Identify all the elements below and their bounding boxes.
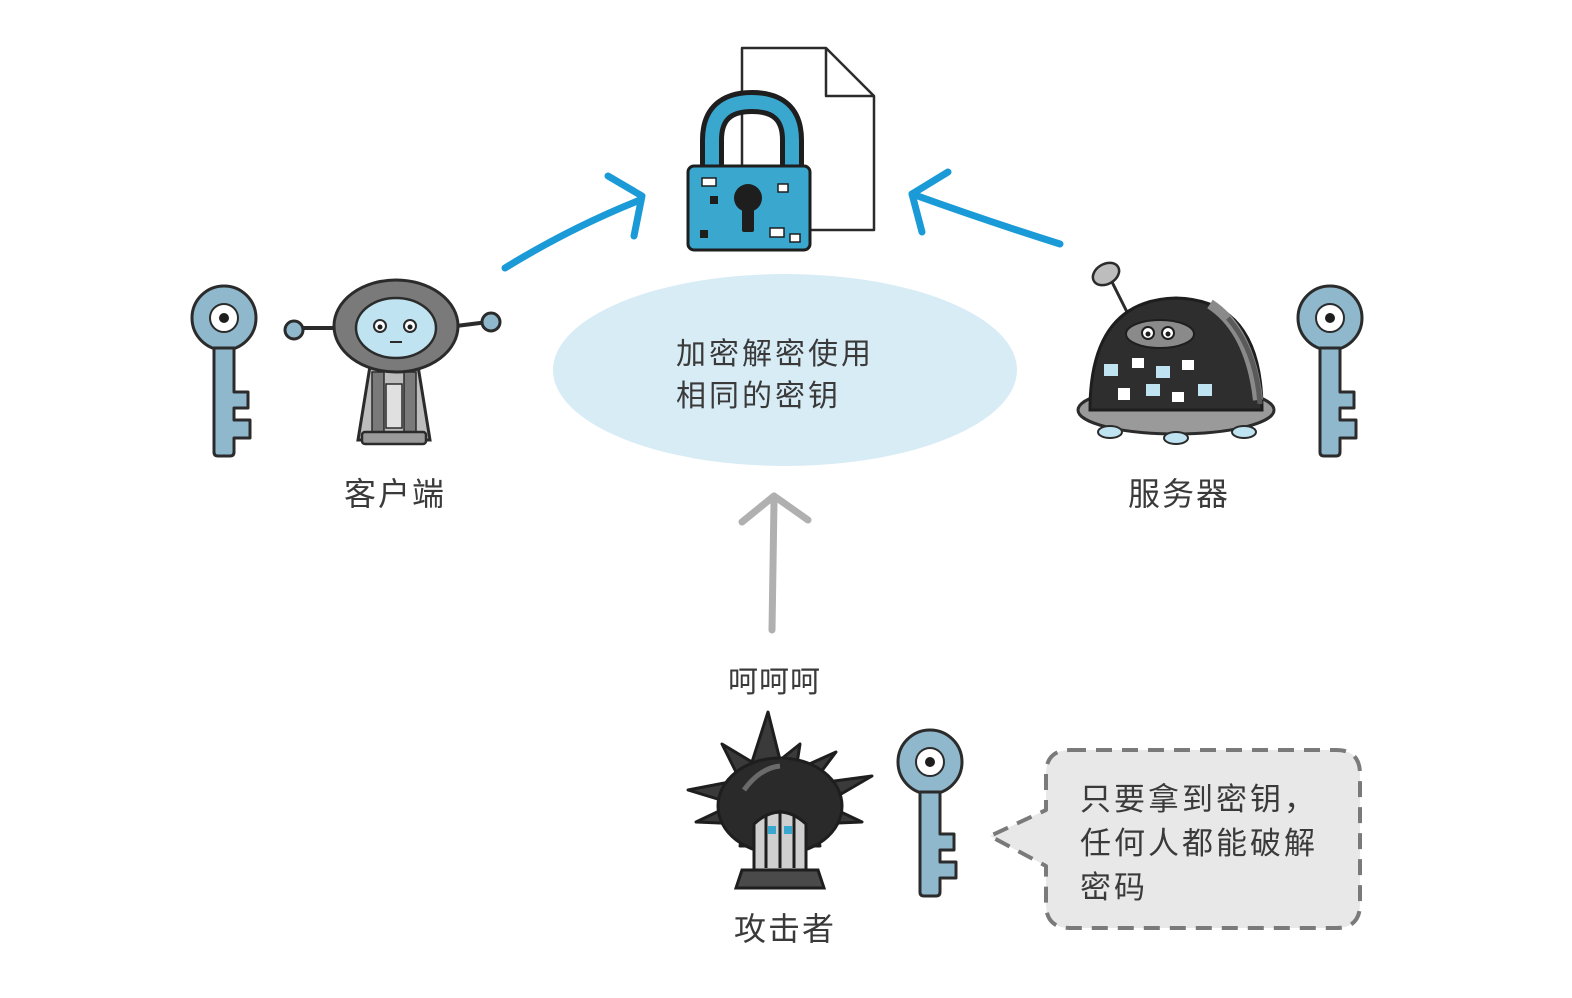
server-to-lock-arrow	[908, 168, 1064, 248]
speech-bubble: 只要拿到密钥， 任何人都能破解 密码	[988, 748, 1362, 930]
server-key-icon	[1296, 284, 1364, 458]
ellipse-line-1: 加密解密使用	[676, 337, 874, 372]
client-robot-icon	[283, 278, 502, 446]
server-label: 服务器	[1128, 475, 1230, 513]
attacker-icon	[686, 710, 874, 890]
client-label: 客户端	[344, 475, 446, 513]
bubble-line-3: 密码	[1080, 870, 1148, 906]
client-to-lock-arrow	[501, 172, 646, 272]
attacker-key-icon	[896, 728, 964, 898]
ellipse-line-2: 相同的密钥	[676, 379, 841, 414]
attacker-label: 攻击者	[734, 910, 836, 948]
attacker-to-key-arrow	[738, 492, 812, 634]
attacker-laugh-text: 呵呵呵	[728, 665, 821, 700]
server-robot-icon	[1076, 261, 1276, 445]
bubble-line-1: 只要拿到密钥，	[1080, 782, 1318, 818]
shared-key-ellipse: 加密解密使用 相同的密钥	[553, 274, 1017, 466]
padlock-icon	[686, 89, 812, 252]
client-key-icon	[190, 284, 258, 458]
bubble-line-2: 任何人都能破解	[1080, 826, 1318, 862]
